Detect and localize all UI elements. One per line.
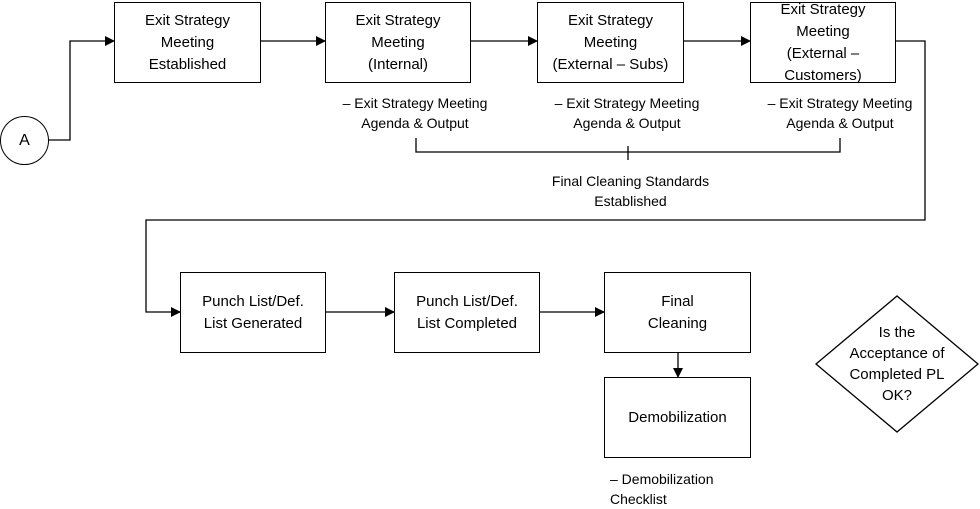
connector-a-label: A [19, 131, 30, 149]
box-punch-list-completed: Punch List/Def. List Completed [394, 272, 540, 353]
arrow-box4-to-box5 [145, 40, 926, 317]
connector-a: A [0, 116, 49, 165]
note-demobilization-checklist: – Demobilization Checklist [610, 471, 714, 507]
note-internal-agenda: – Exit Strategy Meeting Agenda & Output [342, 95, 488, 131]
box-final-cleaning: Final Cleaning [604, 272, 751, 353]
box-exit-strategy-established-label: Exit Strategy Meeting Established [144, 11, 231, 73]
box-punch-list-generated: Punch List/Def. List Generated [180, 272, 326, 353]
box-punch-list-completed-label: Punch List/Def. List Completed [416, 292, 518, 332]
box-exit-strategy-external-subs-label: Exit Strategy Meeting (External – Subs) [552, 11, 669, 73]
box-final-cleaning-label: Final Cleaning [647, 292, 708, 332]
decision-label: Is the Acceptance of Completed PL OK? [849, 324, 945, 404]
box-exit-strategy-internal-label: Exit Strategy Meeting (Internal) [355, 11, 441, 73]
note-customers-agenda: – Exit Strategy Meeting Agenda & Output [767, 95, 913, 131]
box-demobilization-label: Demobilization [628, 408, 727, 426]
box-demobilization: Demobilization [604, 377, 751, 458]
note-subs-agenda: – Exit Strategy Meeting Agenda & Output [554, 95, 700, 131]
decision-diamond [814, 295, 980, 433]
box-exit-strategy-external-customers: Exit Strategy Meeting (External – Custom… [750, 1, 896, 84]
arrow-a-to-box1 [48, 36, 115, 141]
box-exit-strategy-external-subs: Exit Strategy Meeting (External – Subs) [537, 2, 684, 83]
box-punch-list-generated-label: Punch List/Def. List Generated [202, 292, 304, 332]
note-final-cleaning-standards: Final Cleaning Standards Established [551, 173, 710, 209]
box-exit-strategy-internal: Exit Strategy Meeting (Internal) [325, 2, 471, 83]
box-exit-strategy-external-customers-label: Exit Strategy Meeting (External – Custom… [780, 0, 866, 84]
box-exit-strategy-established: Exit Strategy Meeting Established [114, 2, 261, 83]
